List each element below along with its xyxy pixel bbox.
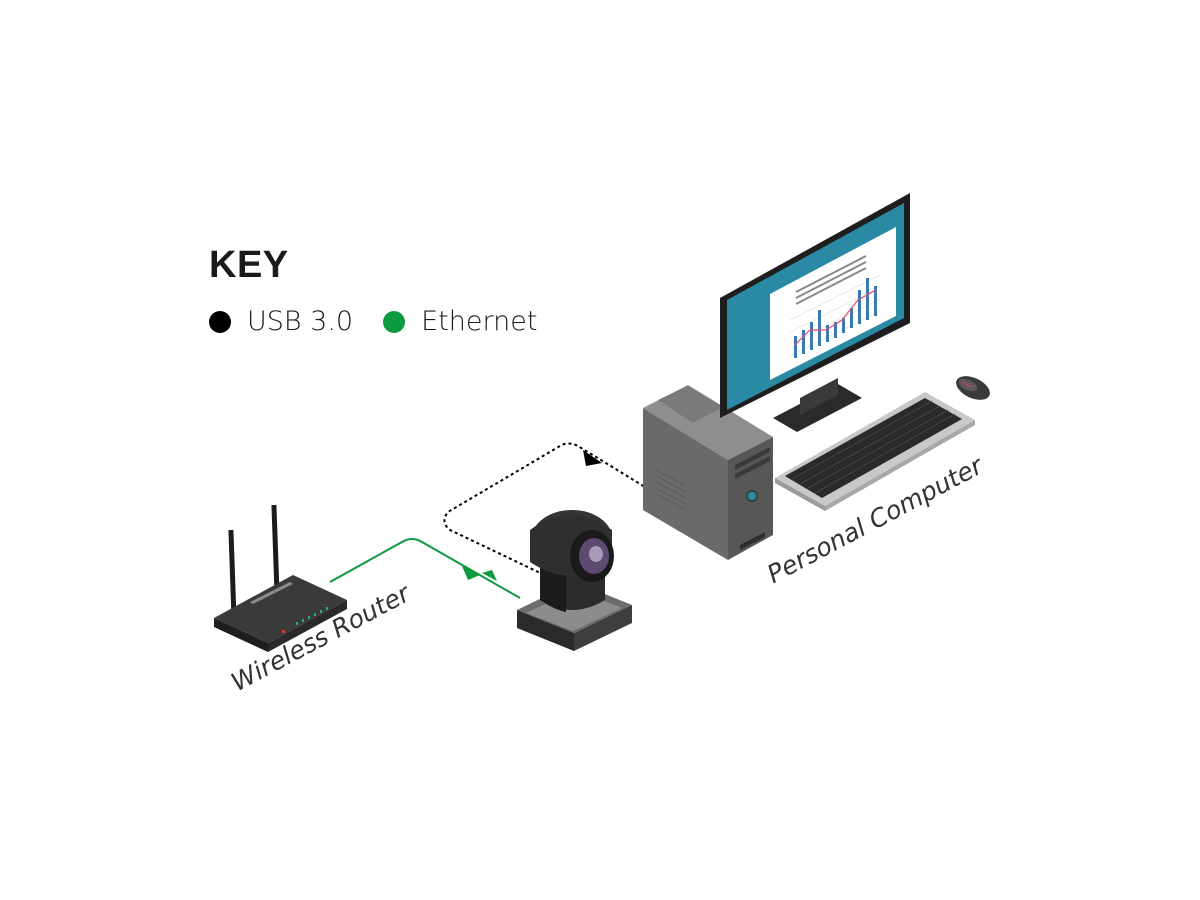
monitor-icon bbox=[720, 193, 910, 432]
ethernet-arrow-icon-2 bbox=[482, 570, 497, 581]
wireless-router-icon bbox=[214, 504, 347, 652]
key-title: KEY bbox=[209, 244, 289, 286]
ethernet-connection-line bbox=[329, 538, 521, 599]
legend-item-usb: USB 3.0 bbox=[209, 306, 353, 337]
ethernet-arrow-icon bbox=[462, 566, 480, 580]
legend-item-ethernet: Ethernet bbox=[383, 306, 537, 337]
usb-arrow-icon bbox=[583, 450, 602, 466]
keyboard-icon bbox=[775, 392, 975, 511]
mouse-icon bbox=[956, 376, 990, 400]
usb-legend-dot-icon bbox=[209, 310, 231, 333]
ethernet-legend-dot-icon bbox=[383, 310, 406, 333]
ptz-camera-icon bbox=[517, 510, 632, 651]
usb-connection-line bbox=[443, 442, 646, 581]
legend-label-ethernet: Ethernet bbox=[421, 306, 538, 337]
legend: USB 3.0 Ethernet bbox=[209, 306, 567, 337]
desktop-computer-icon bbox=[643, 385, 773, 560]
legend-label-usb: USB 3.0 bbox=[247, 306, 354, 337]
